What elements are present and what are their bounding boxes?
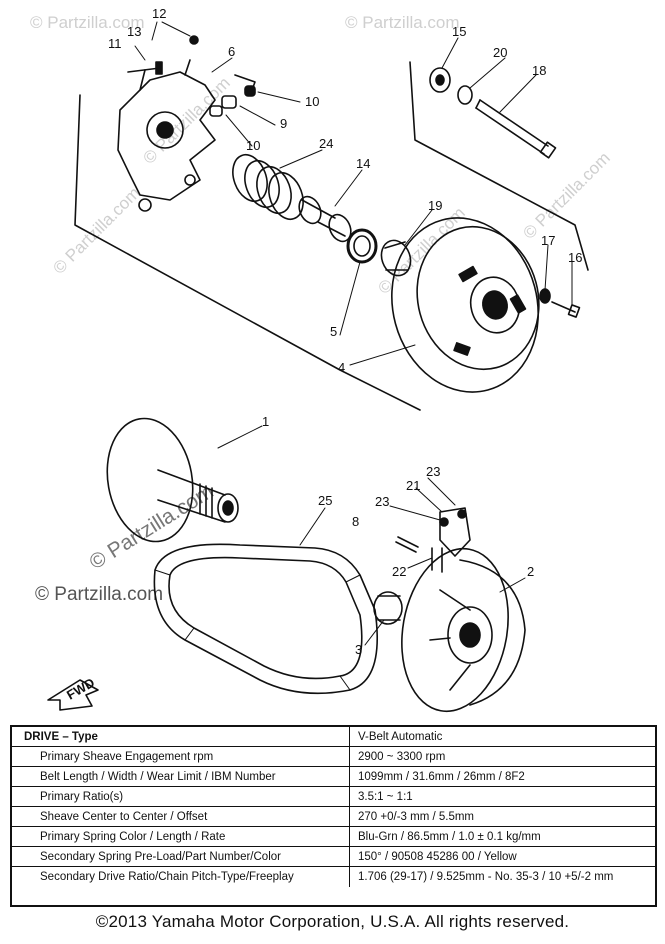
- callout-8: 8: [352, 514, 359, 529]
- secondary-sheave-2: [401, 547, 526, 713]
- spec-row: Sheave Center to Center / Offset 270 +0/…: [12, 807, 655, 827]
- primary-spider: [117, 59, 216, 212]
- washer-15: [429, 67, 451, 93]
- bushing-3: [373, 591, 403, 625]
- bushing-19: [380, 239, 412, 277]
- callout-24: 24: [319, 136, 333, 151]
- spec-value: 270 +0/-3 mm / 5.5mm: [358, 810, 474, 823]
- callout-9: 9: [280, 116, 287, 131]
- exploded-parts-diagram: © Partzilla.com © Partzilla.com © Partzi…: [30, 6, 614, 713]
- spec-label: Belt Length / Width / Wear Limit / IBM N…: [12, 767, 350, 786]
- callout-20: 20: [493, 45, 507, 60]
- callout-11: 11: [108, 36, 122, 51]
- copyright-notice: ©2013 Yamaha Motor Corporation, U.S.A. A…: [95, 912, 570, 931]
- spec-value: 150° / 90508 45286 00 / Yellow: [358, 850, 517, 863]
- callout-23-a: 23: [426, 464, 440, 479]
- spec-header-row: DRIVE – Type V-Belt Automatic: [12, 727, 655, 747]
- callout-21: 21: [406, 478, 420, 493]
- washer-17: [539, 288, 551, 304]
- spec-row: Belt Length / Width / Wear Limit / IBM N…: [12, 767, 655, 787]
- callout-17: 17: [541, 233, 555, 248]
- spec-value: Blu-Grn / 86.5mm / 1.0 ± 0.1 kg/mm: [358, 830, 541, 843]
- spec-row: Primary Sheave Engagement rpm 2900 ~ 330…: [12, 747, 655, 767]
- rollers: [209, 85, 256, 117]
- spec-value: 3.5:1 ~ 1:1: [358, 790, 413, 803]
- spec-value: 1.706 (29-17) / 9.525mm - No. 35-3 / 10 …: [358, 871, 614, 883]
- spec-value: 1099mm / 31.6mm / 26mm / 8F2: [358, 770, 525, 783]
- spec-label: Primary Sheave Engagement rpm: [12, 747, 350, 766]
- movable-sheave-4: [391, 217, 540, 393]
- callout-10-b: 10: [246, 138, 260, 153]
- cam-assembly: [431, 507, 471, 573]
- spec-row: Primary Ratio(s) 3.5:1 ~ 1:1: [12, 787, 655, 807]
- spec-value: V-Belt Automatic: [358, 730, 443, 743]
- callout-16: 16: [568, 250, 582, 265]
- callout-18: 18: [532, 63, 546, 78]
- bolt-16: [551, 301, 581, 318]
- callout-22: 22: [392, 564, 406, 579]
- leader-lines: [134, 21, 573, 646]
- callout-4: 4: [338, 360, 345, 375]
- callout-12: 12: [152, 6, 166, 21]
- watermark: © Partzilla.com: [35, 584, 163, 605]
- washer-20: [457, 85, 473, 105]
- spec-label: Primary Spring Color / Length / Rate: [12, 827, 350, 846]
- sleeve-14: [298, 195, 352, 243]
- callout-14: 14: [356, 156, 370, 171]
- spec-label: Sheave Center to Center / Offset: [12, 807, 350, 826]
- assembly-line: [74, 94, 421, 411]
- watermark: © Partzilla.com: [30, 13, 145, 32]
- callout-layer: 12 13 11 6 10 9 10 24 14 19 15 20 18 17 …: [108, 6, 582, 657]
- callout-10-a: 10: [305, 94, 319, 109]
- callout-3: 3: [355, 642, 362, 657]
- callout-15: 15: [452, 24, 466, 39]
- watermark: © Partzilla.com: [345, 13, 460, 32]
- spec-label: Secondary Drive Ratio/Chain Pitch-Type/F…: [12, 867, 350, 887]
- watermark: © Partzilla.com: [139, 73, 233, 167]
- spec-label: DRIVE – Type: [12, 727, 350, 746]
- bolt-11-13: [127, 35, 199, 75]
- spec-row: Secondary Drive Ratio/Chain Pitch-Type/F…: [12, 867, 655, 887]
- watermark: © Partzilla.com: [519, 148, 613, 242]
- callout-1: 1: [262, 414, 269, 429]
- forward-arrow: [47, 679, 99, 711]
- spec-value: 2900 ~ 3300 rpm: [358, 750, 446, 763]
- callout-5: 5: [330, 324, 337, 339]
- callout-6-top: 6: [228, 44, 235, 59]
- drive-spec-table: DRIVE – Type V-Belt Automatic Primary Sh…: [10, 725, 657, 907]
- watermark: © Partzilla.com: [49, 183, 143, 277]
- spec-row: Secondary Spring Pre-Load/Part Number/Co…: [12, 847, 655, 867]
- assembly-line: [409, 61, 589, 271]
- pin-8: [395, 536, 419, 553]
- callout-25: 25: [318, 493, 332, 508]
- spring-24: [232, 153, 304, 221]
- spec-label: Secondary Spring Pre-Load/Part Number/Co…: [12, 847, 350, 866]
- callout-2: 2: [527, 564, 534, 579]
- fixed-sheave-1: [106, 417, 239, 543]
- callout-13: 13: [127, 24, 141, 39]
- spec-row: Primary Spring Color / Length / Rate Blu…: [12, 827, 655, 847]
- callout-23-b: 23: [375, 494, 389, 509]
- callout-19: 19: [428, 198, 442, 213]
- bushing-5: [346, 228, 378, 264]
- v-belt-25: [153, 543, 378, 695]
- spec-label: Primary Ratio(s): [12, 787, 350, 806]
- forward-label: FWD: [64, 675, 97, 703]
- bolt-18: [475, 99, 557, 159]
